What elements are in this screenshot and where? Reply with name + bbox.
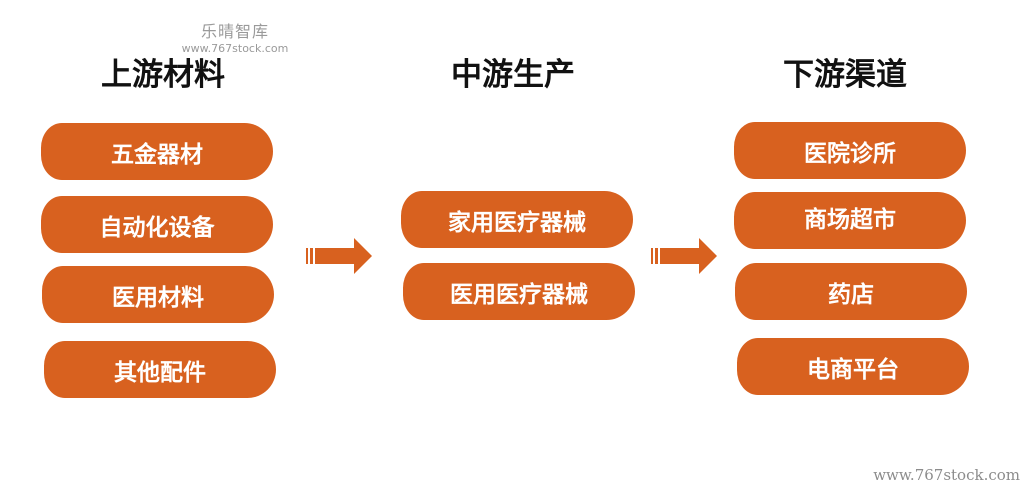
upstream-item: 五金器材 — [41, 123, 273, 180]
watermark-name: 乐晴智库 — [200, 22, 269, 41]
downstream-item: 药店 — [735, 263, 967, 320]
upstream-item-label: 其他配件 — [114, 359, 206, 386]
upstream-item-label: 医用材料 — [112, 284, 204, 311]
midstream-item-label: 家用医疗器械 — [448, 209, 586, 236]
downstream-item-label: 药店 — [828, 281, 874, 308]
upstream-item-label: 自动化设备 — [99, 214, 215, 241]
downstream-title: 下游渠道 — [783, 57, 907, 93]
downstream-item: 医院诊所 — [734, 122, 966, 179]
downstream-item: 电商平台 — [737, 338, 969, 395]
midstream-title: 中游生产 — [451, 57, 575, 93]
watermark-url: www.767stock.com — [181, 42, 289, 55]
downstream-item-label: 医院诊所 — [804, 140, 896, 167]
midstream-item: 家用医疗器械 — [401, 191, 633, 248]
midstream-item-label: 医用医疗器械 — [450, 281, 588, 308]
upstream-title: 上游材料 — [101, 57, 225, 93]
downstream-item-label: 电商平台 — [807, 356, 899, 383]
watermark-logo: 乐晴智库 www.767stock.com — [180, 22, 290, 56]
downstream-item-label: 商场超市 — [804, 207, 896, 233]
upstream-item: 自动化设备 — [41, 196, 273, 253]
footer-watermark: www.767stock.com — [873, 466, 1020, 484]
downstream-item: 商场超市 — [734, 192, 966, 249]
midstream-item: 医用医疗器械 — [403, 263, 635, 320]
flow-arrow-icon — [306, 238, 372, 274]
upstream-item: 其他配件 — [44, 341, 276, 398]
upstream-item: 医用材料 — [42, 266, 274, 323]
upstream-item-label: 五金器材 — [111, 141, 203, 168]
flow-arrow-icon — [651, 238, 717, 274]
